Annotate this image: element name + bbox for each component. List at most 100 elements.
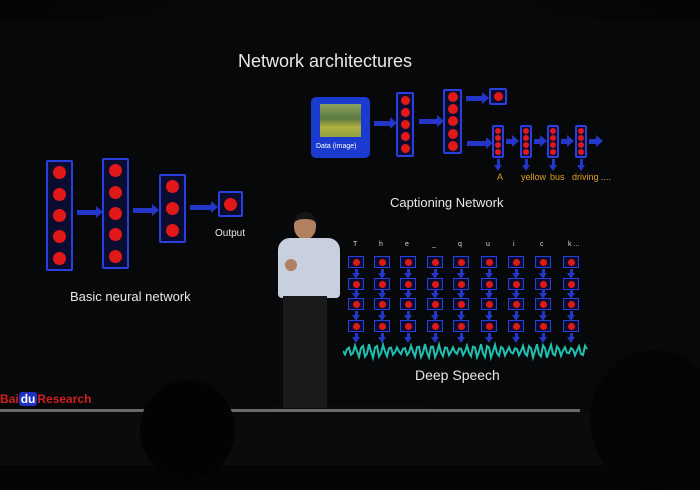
rnn-cell bbox=[453, 320, 469, 332]
stage bbox=[0, 412, 700, 465]
neuron-node bbox=[539, 280, 547, 288]
arrow-down-icon bbox=[378, 269, 386, 279]
network-layer bbox=[396, 92, 414, 157]
network-layer bbox=[159, 174, 186, 243]
network-layer bbox=[443, 89, 462, 154]
neuron-node bbox=[53, 230, 66, 244]
neuron-node bbox=[53, 251, 66, 265]
output-character: e bbox=[405, 241, 409, 248]
arrow-right-icon bbox=[589, 135, 603, 147]
arrow-down-icon bbox=[512, 311, 520, 321]
neuron-node bbox=[53, 187, 66, 201]
arrow-down-icon bbox=[457, 269, 465, 279]
neuron-node bbox=[523, 149, 529, 156]
network-layer bbox=[520, 125, 532, 158]
slide-title: Network architectures bbox=[238, 51, 413, 71]
neuron-node bbox=[457, 258, 465, 266]
arrow-down-icon bbox=[404, 269, 412, 279]
network-layer bbox=[547, 125, 559, 158]
arrow-down-icon bbox=[522, 159, 530, 171]
neuron-node bbox=[550, 127, 556, 134]
arrow-down-icon bbox=[431, 333, 439, 343]
neuron-node bbox=[447, 140, 458, 151]
rnn-cell bbox=[374, 320, 390, 332]
rnn-cell bbox=[348, 298, 364, 310]
caption-word: driving .... bbox=[572, 172, 612, 182]
caption-word: yellow bbox=[521, 172, 547, 182]
neuron-node bbox=[493, 92, 503, 101]
arrow-down-icon bbox=[567, 289, 575, 299]
neuron-node bbox=[457, 300, 465, 308]
output-label: Output bbox=[215, 228, 246, 239]
neuron-node bbox=[567, 322, 575, 330]
rnn-cell bbox=[400, 320, 416, 332]
output-character: q bbox=[458, 241, 462, 248]
output-character: u bbox=[486, 241, 490, 248]
rnn-cell bbox=[481, 298, 497, 310]
network-layer bbox=[102, 158, 129, 269]
neuron-node bbox=[400, 119, 410, 129]
arrow-down-icon bbox=[457, 289, 465, 299]
arrow-right-icon bbox=[467, 137, 493, 149]
arrow-down-icon bbox=[549, 159, 557, 171]
neuron-node bbox=[550, 142, 556, 149]
rnn-cell bbox=[374, 298, 390, 310]
neuron-node bbox=[352, 300, 360, 308]
neuron-node bbox=[400, 95, 410, 105]
basic-network-caption: Basic neural network bbox=[70, 289, 191, 304]
arrow-right-icon bbox=[133, 204, 159, 216]
neuron-node bbox=[400, 107, 410, 117]
neuron-node bbox=[485, 300, 493, 308]
rnn-cell bbox=[374, 256, 390, 268]
output-character: _ bbox=[432, 241, 436, 248]
arrow-down-icon bbox=[567, 333, 575, 343]
neuron-node bbox=[550, 134, 556, 141]
neuron-node bbox=[109, 249, 122, 263]
rnn-cell bbox=[427, 256, 443, 268]
neuron-node bbox=[109, 185, 122, 199]
rnn-cell bbox=[563, 298, 579, 310]
network-layer bbox=[218, 191, 243, 217]
neuron-node bbox=[431, 280, 439, 288]
neuron-node bbox=[166, 223, 179, 237]
neuron-node bbox=[485, 258, 493, 266]
neuron-node bbox=[447, 128, 458, 139]
input-image-box: Data (image) bbox=[311, 97, 370, 158]
neuron-node bbox=[378, 300, 386, 308]
arrow-right-icon bbox=[190, 201, 218, 213]
neuron-node bbox=[578, 134, 584, 141]
neuron-node bbox=[400, 144, 410, 154]
rnn-cell bbox=[563, 320, 579, 332]
neuron-node bbox=[567, 280, 575, 288]
neuron-node bbox=[495, 127, 501, 134]
arrow-down-icon bbox=[512, 333, 520, 343]
arrow-down-icon bbox=[567, 311, 575, 321]
stage-edge bbox=[0, 409, 580, 412]
speaker-head bbox=[294, 212, 316, 239]
arrow-down-icon bbox=[352, 289, 360, 299]
output-character: i bbox=[513, 241, 515, 248]
neuron-node bbox=[447, 104, 458, 115]
neuron-node bbox=[523, 127, 529, 134]
arrow-right-icon bbox=[561, 135, 574, 147]
rnn-cell bbox=[535, 298, 551, 310]
arrow-down-icon bbox=[485, 333, 493, 343]
neuron-node bbox=[512, 300, 520, 308]
neuron-node bbox=[578, 142, 584, 149]
neuron-node bbox=[431, 322, 439, 330]
arrow-down-icon bbox=[485, 289, 493, 299]
neuron-node bbox=[485, 280, 493, 288]
rnn-cell bbox=[453, 298, 469, 310]
network-layer bbox=[46, 160, 73, 271]
arrow-down-icon bbox=[378, 289, 386, 299]
logo-text: du bbox=[18, 392, 38, 406]
logo-text: Bai bbox=[0, 392, 19, 406]
arrow-down-icon bbox=[352, 269, 360, 279]
arrow-down-icon bbox=[431, 269, 439, 279]
output-character: T bbox=[353, 241, 358, 248]
network-layer bbox=[492, 125, 504, 158]
output-character: h bbox=[379, 241, 383, 248]
output-character: c bbox=[540, 241, 544, 248]
arrow-down-icon bbox=[539, 289, 547, 299]
arrow-down-icon bbox=[457, 333, 465, 343]
